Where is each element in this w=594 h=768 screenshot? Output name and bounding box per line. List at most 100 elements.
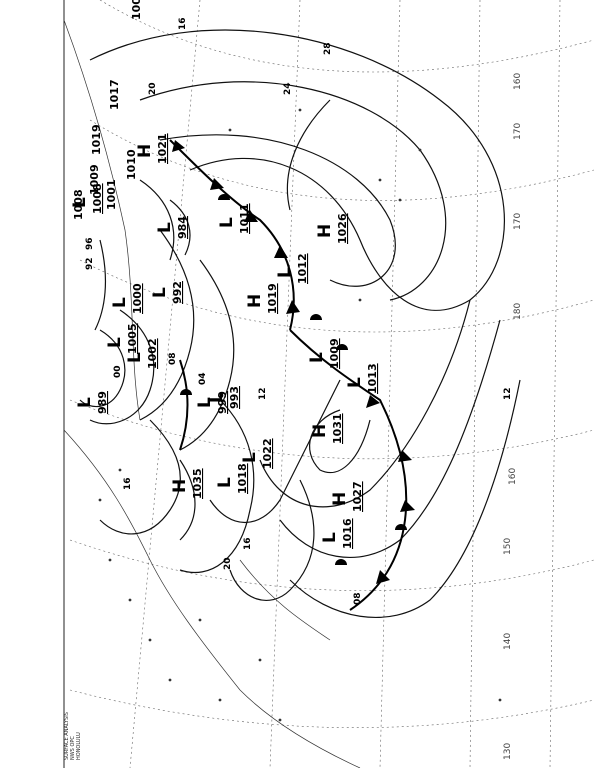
pressure-value: 1026 (336, 213, 349, 244)
coastline-path (63, 429, 361, 768)
pressure-letter: L (275, 267, 295, 278)
isobar (179, 259, 235, 451)
isobar-label: 04 (198, 372, 208, 385)
isobar (89, 29, 505, 311)
pressure-value-label: 1008 (72, 189, 85, 220)
station-dot (298, 108, 302, 112)
cold-front-triangle (210, 178, 224, 190)
latitude-line (89, 119, 594, 201)
front-symbols (172, 140, 415, 584)
station-dot (168, 678, 172, 682)
occluded-front (179, 359, 189, 451)
coastline-path (63, 19, 141, 421)
pressure-letter: H (315, 224, 335, 238)
pressure-value: 1012 (296, 253, 309, 284)
pressure-value-label: 100 (130, 0, 143, 20)
caption-line: HONOLULU (76, 732, 82, 760)
isobar-label: 92 (85, 257, 95, 270)
isobar (289, 379, 521, 619)
cold-front-triangle (376, 570, 390, 584)
pressure-value: 989 (96, 391, 109, 414)
warm-front-semicircle (395, 524, 407, 530)
cold-front-triangle (366, 395, 380, 408)
longitude-line (469, 0, 481, 768)
station-dot (108, 558, 112, 562)
isobar (279, 319, 501, 559)
pressure-letter: L (75, 397, 95, 408)
pressure-letter: L (307, 352, 327, 363)
coastline (63, 19, 361, 768)
station-dot (398, 198, 402, 202)
longitude-line (269, 0, 301, 768)
pressure-value: 1018 (236, 463, 249, 494)
isobar-label: 08 (168, 352, 178, 365)
pressure-value-label: 1019 (90, 124, 103, 155)
isobar-label: 16 (123, 477, 133, 490)
isobars (79, 29, 521, 619)
pressure-value-label: 1009 (88, 164, 101, 195)
isobar (139, 179, 175, 261)
isobar (179, 459, 196, 541)
pressure-value: 1009 (328, 338, 341, 369)
map-left-margin (0, 0, 64, 768)
pressure-value: 1022 (261, 438, 274, 469)
cold-front (169, 139, 295, 331)
isobar-label: 16 (178, 17, 188, 30)
pressure-letter: L (207, 392, 227, 403)
pressure-letter: L (70, 197, 90, 208)
isobar (139, 229, 195, 421)
isobar-label: 12 (258, 387, 268, 400)
warm-front-semicircle (310, 314, 322, 320)
pressure-value: 992 (171, 281, 184, 304)
warm-front-semicircle (218, 194, 230, 200)
cold-front-triangle (286, 300, 300, 314)
pressure-letter: L (215, 477, 235, 488)
pressure-value: 1021 (156, 133, 169, 164)
isobar (229, 479, 315, 601)
pressure-letter: H (170, 479, 190, 493)
pressure-letter: L (217, 217, 237, 228)
isobar-label: 00 (113, 365, 123, 378)
longitude-label: 130 (503, 743, 513, 760)
pressure-letter: L (320, 532, 340, 543)
pressure-letter: L (195, 397, 215, 408)
graticule (69, 0, 594, 768)
pressure-letter: L (240, 452, 260, 463)
pressure-value: 1027 (351, 481, 364, 512)
station-dot (278, 718, 282, 722)
station-dot (218, 698, 222, 702)
latitude-line (99, 0, 594, 73)
latitude-line (79, 259, 594, 333)
pressure-value: 1002 (146, 338, 159, 369)
isobar-label: 12 (503, 387, 513, 400)
pressure-value: 1000 (131, 283, 144, 314)
chart-frame (64, 0, 594, 768)
warm-front-semicircle (335, 559, 347, 565)
isobar-label: 28 (323, 42, 333, 55)
cold-front-triangle (398, 450, 412, 462)
pressure-value: 1011 (238, 203, 251, 234)
pressure-letter: H (245, 294, 265, 308)
pressure-letter: L (125, 352, 145, 363)
cold-front-triangle (400, 500, 415, 512)
cold-front-triangle (172, 140, 185, 152)
pressure-letter: L (105, 337, 125, 348)
